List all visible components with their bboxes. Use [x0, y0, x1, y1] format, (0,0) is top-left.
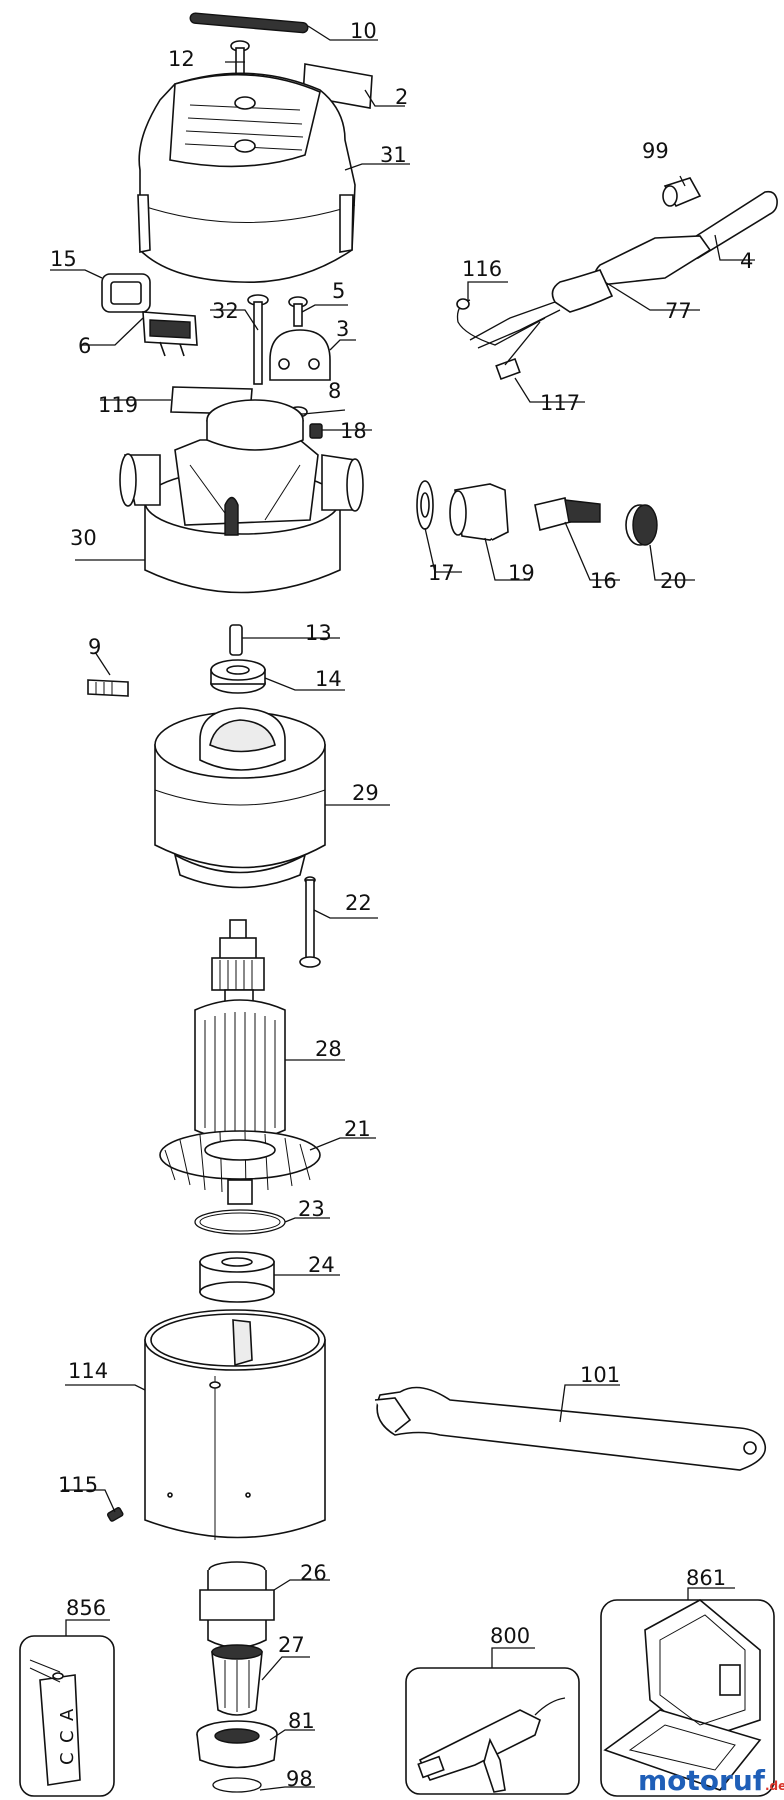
part-30-motor-housing: [119, 399, 364, 594]
label-23: 23: [298, 1197, 325, 1221]
part-17-washer: [416, 480, 434, 530]
tag-letter: C: [57, 1730, 78, 1743]
label-861: 861: [686, 1566, 726, 1590]
part-23-ring: [194, 1209, 286, 1235]
label-16: 16: [590, 569, 617, 593]
label-30: 30: [70, 526, 97, 550]
label-10: 10: [350, 19, 377, 43]
part-3-clamp: [269, 329, 331, 381]
part-13-pin: [229, 624, 243, 656]
part-101-wrench: [374, 1386, 767, 1471]
part-5-screw: [288, 296, 308, 327]
label-6: 6: [78, 334, 91, 358]
label-32: 32: [212, 299, 239, 323]
part-21-fan: [159, 1130, 321, 1205]
label-17: 17: [428, 561, 455, 585]
label-26: 26: [300, 1561, 327, 1585]
part-98-o-ring: [212, 1777, 262, 1793]
leader-lines: [50, 25, 755, 1791]
label-28: 28: [315, 1037, 342, 1061]
part-12-screw: [230, 40, 250, 77]
label-856: 856: [66, 1596, 106, 1620]
label-81: 81: [288, 1709, 315, 1733]
label-101: 101: [580, 1363, 620, 1387]
label-4: 4: [740, 249, 753, 273]
watermark: motoruf.de: [638, 1764, 784, 1797]
label-20: 20: [660, 569, 687, 593]
label-22: 22: [345, 891, 372, 915]
part-29-field: [154, 707, 326, 889]
label-18: 18: [340, 419, 367, 443]
part-114-housing: [144, 1309, 326, 1540]
part-22-screw: [299, 876, 321, 968]
part-4-77-cord: [469, 190, 778, 349]
part-6-switch: [142, 311, 198, 357]
part-115-screw: [106, 1507, 124, 1522]
part-81-collet-nut: [196, 1720, 278, 1769]
watermark-text: motoruf: [638, 1764, 766, 1797]
label-98: 98: [286, 1767, 313, 1791]
label-119: 119: [98, 393, 138, 417]
label-9: 9: [88, 635, 101, 659]
label-117: 117: [540, 391, 580, 415]
label-29: 29: [352, 781, 379, 805]
label-15: 15: [50, 247, 77, 271]
part-15-bezel: [101, 273, 151, 313]
label-19: 19: [508, 561, 535, 585]
part-labels: 10 12 2 31 99 4 116 77 117 15 6 32 5 3 1…: [50, 19, 753, 1791]
part-861-case: [600, 1599, 775, 1797]
part-27-collet: [211, 1644, 263, 1716]
part-14-bearing: [210, 659, 266, 694]
part-20-cap: [625, 504, 658, 546]
part-117-clip: [495, 321, 541, 381]
part-28-armature: [194, 919, 286, 1141]
tag-letter: C: [57, 1752, 78, 1765]
label-115: 115: [58, 1473, 98, 1497]
label-77: 77: [665, 299, 692, 323]
label-27: 27: [278, 1633, 305, 1657]
part-26-collet-cone: [199, 1561, 275, 1649]
part-856-tag: [19, 1635, 115, 1797]
part-116-wire: [456, 298, 546, 346]
svg-text:motoruf.de: motoruf.de: [638, 1764, 784, 1797]
label-2: 2: [395, 85, 408, 109]
part-32-screw: [247, 294, 269, 385]
tag-lettering: A C C: [57, 1708, 78, 1765]
part-800-tool: [405, 1667, 580, 1795]
part-19-brush-holder: [449, 483, 509, 541]
part-99-sleeve: [662, 177, 702, 208]
label-31: 31: [380, 143, 407, 167]
watermark-suffix: .de: [765, 1779, 784, 1793]
label-800: 800: [490, 1624, 530, 1648]
label-24: 24: [308, 1253, 335, 1277]
part-18-nut: [309, 423, 323, 439]
part-24-bearing: [199, 1251, 275, 1303]
label-99: 99: [642, 139, 669, 163]
label-14: 14: [315, 667, 342, 691]
label-8: 8: [328, 379, 341, 403]
label-3: 3: [336, 317, 349, 341]
part-31-motor-cap: [137, 72, 356, 284]
label-114: 114: [68, 1359, 108, 1383]
label-5: 5: [332, 279, 345, 303]
part-10-strip: [189, 12, 309, 34]
tag-letter: A: [57, 1708, 78, 1721]
label-13: 13: [305, 621, 332, 645]
label-12: 12: [168, 47, 195, 71]
label-116: 116: [462, 257, 502, 281]
label-21: 21: [344, 1117, 371, 1141]
part-16-brush: [534, 497, 601, 531]
part-9-fuse: [87, 679, 129, 697]
